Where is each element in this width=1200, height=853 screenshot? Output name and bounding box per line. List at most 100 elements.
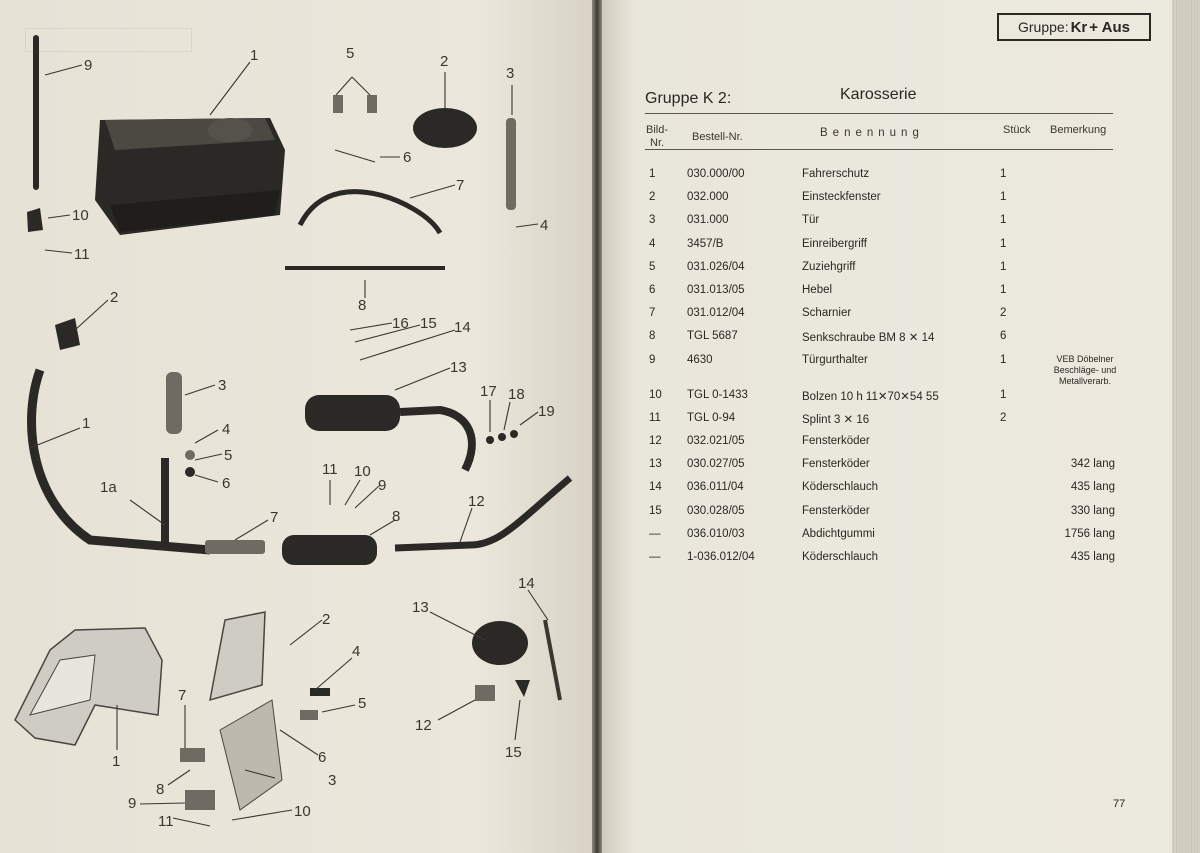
- row-benennung: Zuziehgriff: [802, 260, 856, 273]
- row-note-line: Beschläge- und: [1053, 364, 1117, 375]
- muffler-pipe-drawing: [399, 405, 476, 472]
- row-bemerkung: 330 lang: [1070, 504, 1115, 517]
- group-badge: Gruppe: Kr + Aus: [997, 13, 1151, 41]
- row-bestell: 036.010/03: [687, 527, 745, 540]
- header-stueck: Stück: [1003, 124, 1031, 136]
- row-nr: 4: [649, 237, 656, 250]
- row-benennung: Hebel: [802, 283, 833, 296]
- row-benennung: Türgurthalter: [802, 353, 868, 366]
- handle-drawing: [300, 710, 318, 720]
- row-benennung: Fensterköder: [802, 458, 870, 471]
- row-stueck: 1: [1000, 353, 1007, 366]
- row-bestell: 3457/B: [687, 237, 724, 250]
- holder-drawing: [185, 790, 215, 810]
- clip-drawing: [475, 685, 495, 701]
- washer-drawing: [185, 450, 195, 460]
- row-nr: —: [649, 551, 661, 563]
- flange-drawing: [55, 318, 80, 350]
- callout-mid-13: 13: [450, 359, 467, 376]
- header-bestell: Bestell-Nr.: [692, 131, 743, 143]
- row-benennung: Abdichtgummi: [802, 527, 875, 540]
- row-benennung: Fensterköder: [802, 504, 870, 517]
- callout-mid-10: 10: [354, 463, 371, 480]
- row-nr: 3: [649, 214, 656, 227]
- tank-cap-drawing: [208, 118, 252, 142]
- row-bemerkung: 435 lang: [1070, 481, 1115, 494]
- group-badge-rest: + Aus: [1089, 18, 1130, 36]
- callout-mid-15: 15: [420, 315, 437, 332]
- seal-drawing: [472, 621, 528, 665]
- callout-top-4: 4: [540, 217, 548, 234]
- callout-top-6: 6: [403, 149, 411, 166]
- callout-mid-9: 9: [378, 477, 386, 494]
- callout-bot-5: 5: [358, 695, 366, 712]
- grommet-drawing: [333, 95, 343, 113]
- callout-mid-11: 11: [322, 461, 338, 478]
- row-benennung: Köderschlauch: [802, 481, 879, 494]
- row-bemerkung: 435 lang: [1070, 551, 1115, 563]
- callout-top-3: 3: [506, 65, 514, 82]
- callout-bot-9: 9: [128, 795, 136, 812]
- row-bestell: 030.000/00: [687, 168, 745, 180]
- pipe-drawing: [394, 475, 573, 552]
- row-bestell: 032.021/05: [687, 435, 745, 448]
- row-bestell: 031.012/04: [687, 307, 745, 320]
- row-benennung: Splint 3 ✕ 16: [802, 413, 870, 426]
- group-badge-kr: Kr: [1070, 18, 1088, 36]
- row-benennung: Einreibergriff: [802, 237, 867, 250]
- row-benennung: Bolzen 10 h 11✕70✕54 55: [802, 390, 939, 403]
- row-bestell: TGL 5687: [687, 330, 738, 343]
- row-note-line: VEB Döbelner: [1056, 353, 1114, 364]
- row-nr: 15: [649, 504, 662, 517]
- hinge-drawing: [180, 748, 205, 762]
- row-stueck: 1: [1000, 214, 1007, 227]
- washer-drawing: [498, 433, 506, 441]
- row-bestell: TGL 0-1433: [687, 388, 748, 401]
- callout-top-5: 5: [346, 45, 354, 62]
- muffler-drawing: [305, 395, 400, 431]
- callout-mid-4: 4: [222, 421, 230, 438]
- row-note-line: Metallverarb.: [1058, 375, 1112, 386]
- header-rule-bottom: [645, 149, 1113, 150]
- row-benennung: Köderschlauch: [802, 551, 879, 563]
- row-stueck: 1: [1000, 388, 1007, 401]
- row-bestell: 031.000: [687, 214, 729, 227]
- section-name: Karosserie: [840, 86, 917, 103]
- washer-drawing: [510, 430, 518, 438]
- row-bemerkung: 1756 lang: [1064, 527, 1115, 540]
- row-nr: 7: [649, 307, 656, 320]
- row-stueck: 1: [1000, 191, 1007, 204]
- callout-top-9: 9: [84, 57, 92, 74]
- row-bestell: 031.026/04: [687, 260, 745, 273]
- row-nr: 1: [649, 168, 656, 180]
- knob-drawing: [515, 680, 530, 697]
- callout-top-10: 10: [72, 207, 89, 224]
- row-stueck: 1: [1000, 260, 1007, 273]
- callout-mid-14: 14: [454, 319, 471, 336]
- small-clip-drawing: [27, 208, 43, 232]
- callout-top-7: 7: [456, 177, 464, 194]
- page-edge: [1172, 0, 1200, 853]
- row-benennung: Einsteckfenster: [802, 191, 881, 204]
- callout-bot-6: 6: [318, 749, 326, 766]
- lid-drawing: [413, 108, 477, 148]
- row-stueck: 1: [1000, 237, 1007, 250]
- tube-drawing: [166, 372, 182, 434]
- door-drawing: [219, 699, 283, 811]
- section-title: Gruppe K 2:: [645, 90, 732, 107]
- callout-top-8: 8: [358, 297, 366, 314]
- tube-drawing: [506, 118, 516, 210]
- header-benennung: Benennung: [820, 127, 924, 139]
- callout-mid-7: 7: [270, 509, 278, 526]
- strip-drawing: [285, 266, 445, 270]
- row-nr: 9: [649, 353, 656, 366]
- row-nr: 13: [649, 458, 662, 471]
- row-stueck: 2: [1000, 411, 1007, 424]
